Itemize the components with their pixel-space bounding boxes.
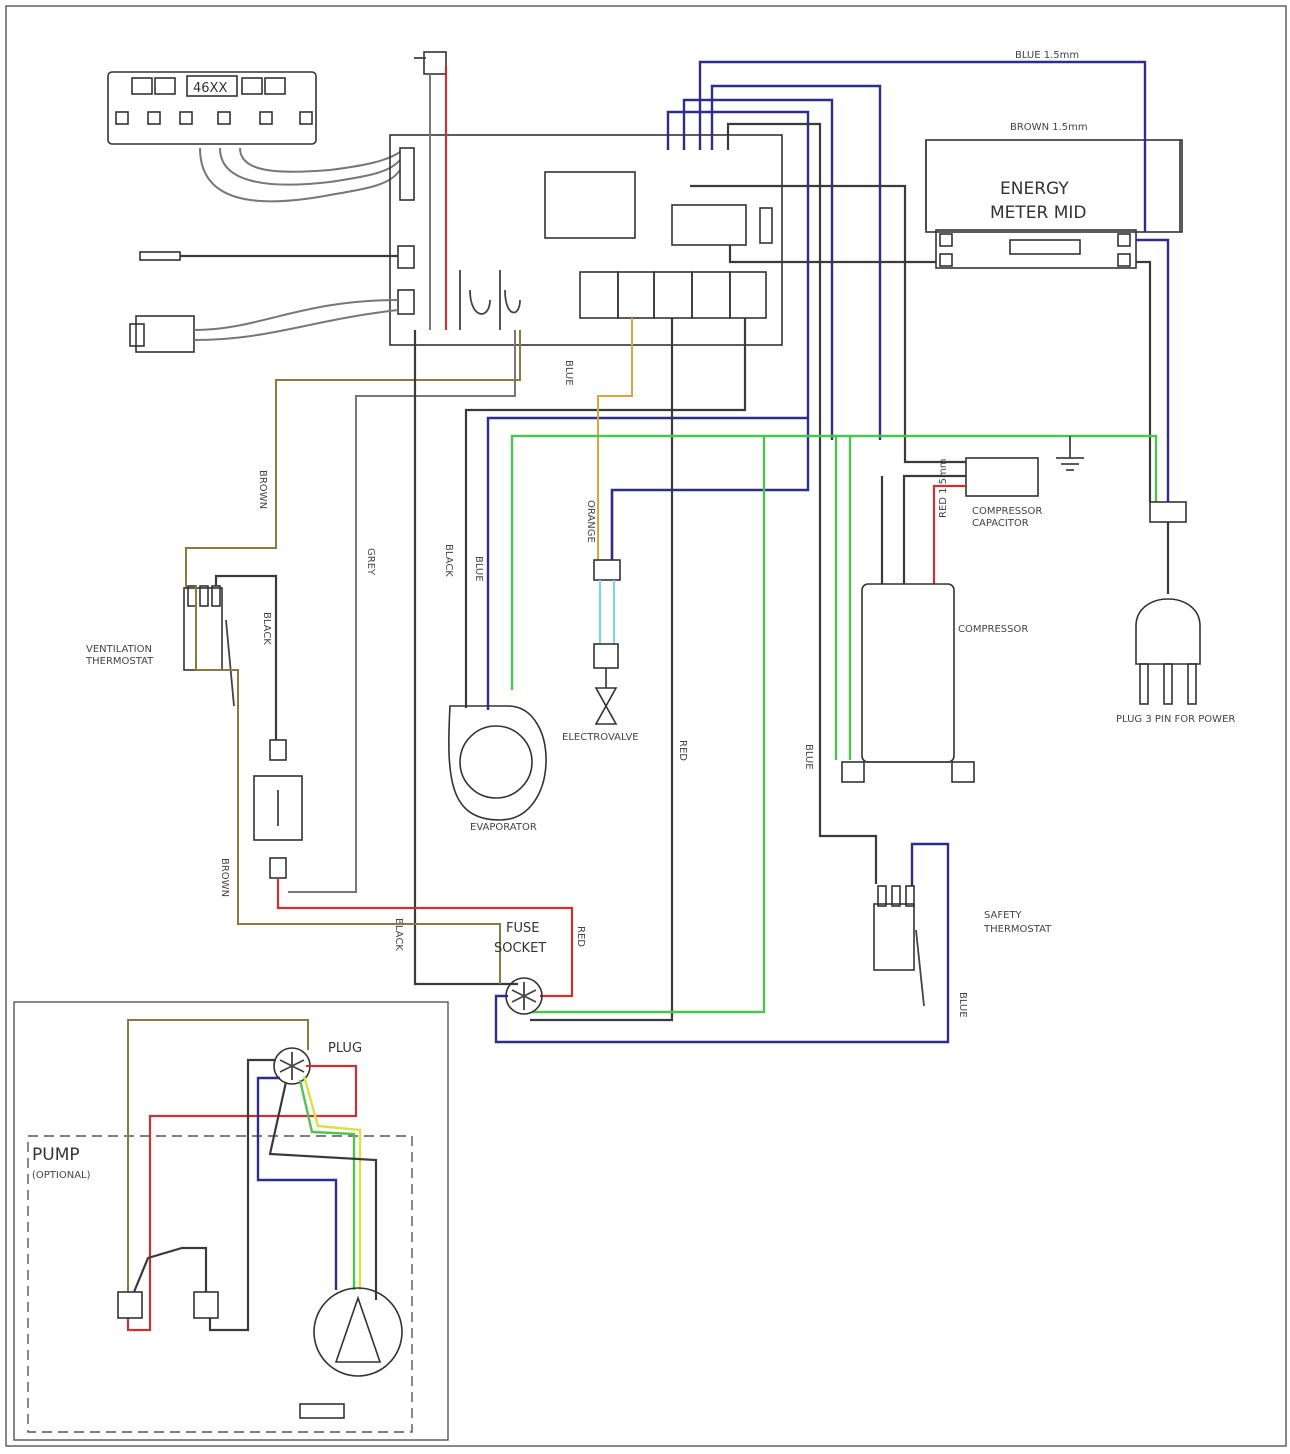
label-blue-top: BLUE 1.5mm [1015,50,1079,61]
display-code: 46XX [193,81,227,96]
compressor [841,583,975,783]
label-black-fan: BLACK [443,544,454,577]
relay-block [579,271,767,319]
evaporator-fan [448,705,547,821]
label-black-mid: BLACK [393,918,404,951]
label-blue-bottom: BLUE [957,992,968,1018]
pump-title: PUMP [32,1145,80,1165]
ventilation-thermostat-top [414,51,447,75]
pump-dashed-frame [27,1135,413,1433]
label-blue-side: BLUE [803,744,814,770]
page-frame [5,5,1287,1447]
temperature-probe [139,251,181,261]
label-blue-mid: BLUE [563,360,574,386]
compressor-capacitor [965,457,1039,497]
label-brown-top: BROWN 1.5mm [1010,122,1088,133]
plug-3pin-label: PLUG 3 PIN FOR POWER [1116,714,1235,725]
energy-meter-label-2: METER MID [990,203,1087,223]
vent-thermostat-label-2: THERMOSTAT [85,656,154,667]
capacitor-label-2: CAPACITOR [972,518,1029,529]
vent-thermostat-label-1: VENTILATION [86,644,152,655]
safety-thermostat-label-1: SAFETY [984,910,1023,921]
label-orange: ORANGE [585,500,596,543]
label-red-right: RED [677,740,688,761]
label-blue-fan: BLUE [473,556,484,582]
label-brown-mid: BROWN [257,470,268,509]
label-red-compressor: RED 1.5mm [938,458,949,518]
fuse-socket-label-2: SOCKET [494,941,546,956]
fuse-socket [505,977,543,1015]
plug-label: PLUG [328,1041,362,1056]
pump-motor [299,1287,403,1419]
electrovalve-label: ELECTROVALVE [562,732,639,743]
ventilation-thermostat [183,585,235,707]
level-switch [253,739,303,879]
pump-subtitle: (OPTIONAL) [32,1170,91,1181]
control-board [389,134,783,346]
evaporator-label: EVAPORATOR [470,822,537,833]
electrovalve [593,559,621,725]
compressor-label: COMPRESSOR [958,624,1028,635]
safety-thermostat [873,885,925,1007]
label-black-left: BLACK [261,612,272,645]
pressure-sensor [129,315,195,353]
energy-meter: ENERGY METER MID [925,139,1183,269]
pump-safety-switch [193,1291,219,1319]
energy-meter-label-1: ENERGY [1000,179,1069,199]
label-grey: GREY [365,548,376,576]
fuse-socket-label-1: FUSE [506,921,539,936]
label-red-mid: RED [575,926,586,947]
pump-inset-frame [13,1001,449,1441]
capacitor-label-1: COMPRESSOR [972,506,1042,517]
display-panel: 46XX [107,71,317,145]
ground-symbol [1056,436,1084,471]
pump-level-switch [117,1291,143,1319]
label-brown-left: BROWN [219,858,230,897]
safety-thermostat-label-2: THERMOSTAT [983,924,1052,935]
